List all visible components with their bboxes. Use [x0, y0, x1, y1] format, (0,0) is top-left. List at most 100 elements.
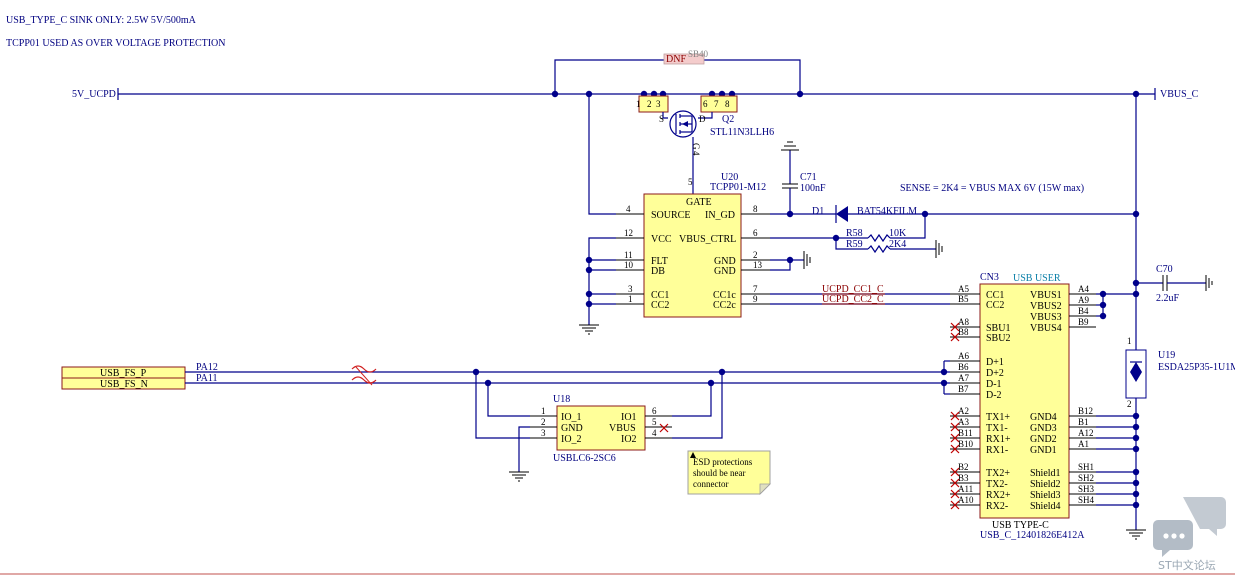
cn3-pin-number: SH2 — [1078, 473, 1094, 483]
u20-name-right-5: CC2c — [713, 300, 736, 311]
ground-symbol-cn3 — [1126, 529, 1146, 540]
junction — [940, 368, 948, 376]
capacitor-c71: C71 100nF — [781, 141, 826, 214]
junction — [1132, 468, 1140, 476]
net-label-pa11: PA11 — [196, 373, 218, 384]
cn3-pin-name: GND3 — [1030, 423, 1057, 434]
cn3-pin-name: VBUS4 — [1030, 323, 1062, 334]
ic-u18: U18 USBLC6-2SC6 1 2 3 IO_1 GND IO_2 6 5 … — [530, 394, 672, 464]
no-connect-mark — [950, 467, 960, 477]
u20-pin-left-0: 4 — [626, 204, 631, 214]
junction — [1132, 445, 1140, 453]
q2-body — [669, 110, 697, 138]
cn3-pin-number: A11 — [958, 484, 973, 494]
junction — [786, 256, 794, 264]
junction — [1132, 423, 1140, 431]
cn3-pin-number: A7 — [958, 373, 969, 383]
q2-d-label: D — [699, 114, 706, 124]
u20-name-left-1: VCC — [651, 234, 672, 245]
no-connect-mark — [950, 322, 960, 332]
junction — [585, 256, 593, 264]
cn3-pin-name: CC2 — [986, 300, 1004, 311]
junction — [796, 90, 804, 98]
junction — [1099, 301, 1107, 309]
cn3-pin-number: A2 — [958, 406, 969, 416]
q2-pin-4: 4 — [691, 151, 701, 156]
cn3-pin-number: A6 — [958, 351, 969, 361]
cn3-pin-name: SBU2 — [986, 333, 1010, 344]
cn3-pin-name: VBUS3 — [1030, 312, 1062, 323]
q2-s-label: S — [659, 114, 664, 124]
u19-pin2: 2 — [1127, 399, 1132, 409]
cn3-pin-number: A9 — [1078, 295, 1089, 305]
cn3-body-label: USB TYPE-C — [992, 520, 1049, 531]
cn3-pin-name: GND2 — [1030, 434, 1057, 445]
cn3-pin-number: B5 — [958, 294, 969, 304]
no-connect-mark — [950, 332, 960, 342]
cn3-pin-name: GND1 — [1030, 445, 1057, 456]
junction — [940, 379, 948, 387]
cn3-pin-name: CC1 — [986, 290, 1004, 301]
junction — [585, 290, 593, 298]
junction — [1132, 479, 1140, 487]
u20-ref: U20 — [721, 172, 738, 183]
q2-pin-2: 2 — [647, 99, 652, 109]
u18-pin-left-1: 2 — [541, 417, 546, 427]
sb40-jumper — [663, 53, 705, 65]
watermark-text: ST中文论坛 — [1158, 558, 1216, 572]
cn3-pin-number: B6 — [958, 362, 969, 372]
u19-ref: U19 — [1158, 350, 1175, 361]
u20-pin-right-0: 8 — [753, 204, 758, 214]
junction — [1099, 290, 1107, 298]
q2-ref: Q2 — [722, 114, 734, 125]
resistor-r59 — [867, 244, 891, 254]
r58-ref: R58 — [846, 228, 863, 239]
cn3-pin-number: B11 — [958, 428, 973, 438]
u18-name-right-0: IO1 — [621, 412, 637, 423]
forum-watermark: ST中文论坛 — [1153, 497, 1226, 572]
esd-note-line2: should be near — [693, 468, 745, 478]
cn3-pin-name: Shield2 — [1030, 479, 1061, 490]
cn3-pin-number: B3 — [958, 473, 969, 483]
u20-pin-right-3: 13 — [753, 260, 763, 270]
cn3-pin-name: TX1+ — [986, 412, 1010, 423]
q2-source-pins — [638, 95, 669, 113]
cn3-pin-name: D+2 — [986, 368, 1004, 379]
cn3-ref: CN3 — [980, 272, 999, 283]
sb40-ref: SB40 — [688, 49, 709, 59]
net-label-cc2: UCPD_CC2_C — [822, 294, 884, 305]
cn3-pin-name: Shield4 — [1030, 501, 1061, 512]
u18-pin-right-1: 5 — [652, 417, 657, 427]
net-label-5v-ucpd: 5V_UCPD — [72, 89, 116, 100]
q2-pin-3: 3 — [656, 99, 661, 109]
diff-pair-marker — [351, 365, 377, 373]
u20-pin-left-4: 3 — [628, 284, 633, 294]
cn3-pin-name: RX1- — [986, 445, 1008, 456]
cn3-pin-name: RX1+ — [986, 434, 1011, 445]
ic-u20: U20 TCPP01-M12 GATE 5 4 SOURCE 12 VCC 11… — [616, 172, 770, 318]
cn3-pin-name: VBUS2 — [1030, 301, 1062, 312]
cn3-pin-name: GND4 — [1030, 412, 1057, 423]
diff-pair-marker — [351, 376, 377, 384]
cn3-pin-name: RX2- — [986, 501, 1008, 512]
net-label-vbus-c: VBUS_C — [1160, 89, 1199, 100]
u20-pin-left-1: 12 — [624, 228, 633, 238]
junction — [1099, 312, 1107, 320]
cn3-pin-number: B12 — [1078, 406, 1093, 416]
d1-ref: D1 — [812, 206, 824, 217]
u18-value: USBLC6-2SC6 — [553, 453, 616, 464]
cn3-pin-number: SH3 — [1078, 484, 1095, 494]
u18-pin-right-2: 4 — [652, 428, 657, 438]
c70-ref: C70 — [1156, 264, 1173, 275]
u20-pin-right-5: 9 — [753, 294, 758, 304]
cn3-title: USB USER — [1013, 273, 1061, 284]
junction — [786, 210, 794, 218]
no-connect-mark — [950, 478, 960, 488]
junction — [1132, 501, 1140, 509]
c70-value: 2.2uF — [1156, 293, 1180, 304]
u20-name-right-1: VBUS_CTRL — [679, 234, 736, 245]
q2-g-label: G — [691, 143, 701, 150]
warning-icon — [690, 452, 696, 458]
q2-pin-6: 6 — [703, 99, 708, 109]
